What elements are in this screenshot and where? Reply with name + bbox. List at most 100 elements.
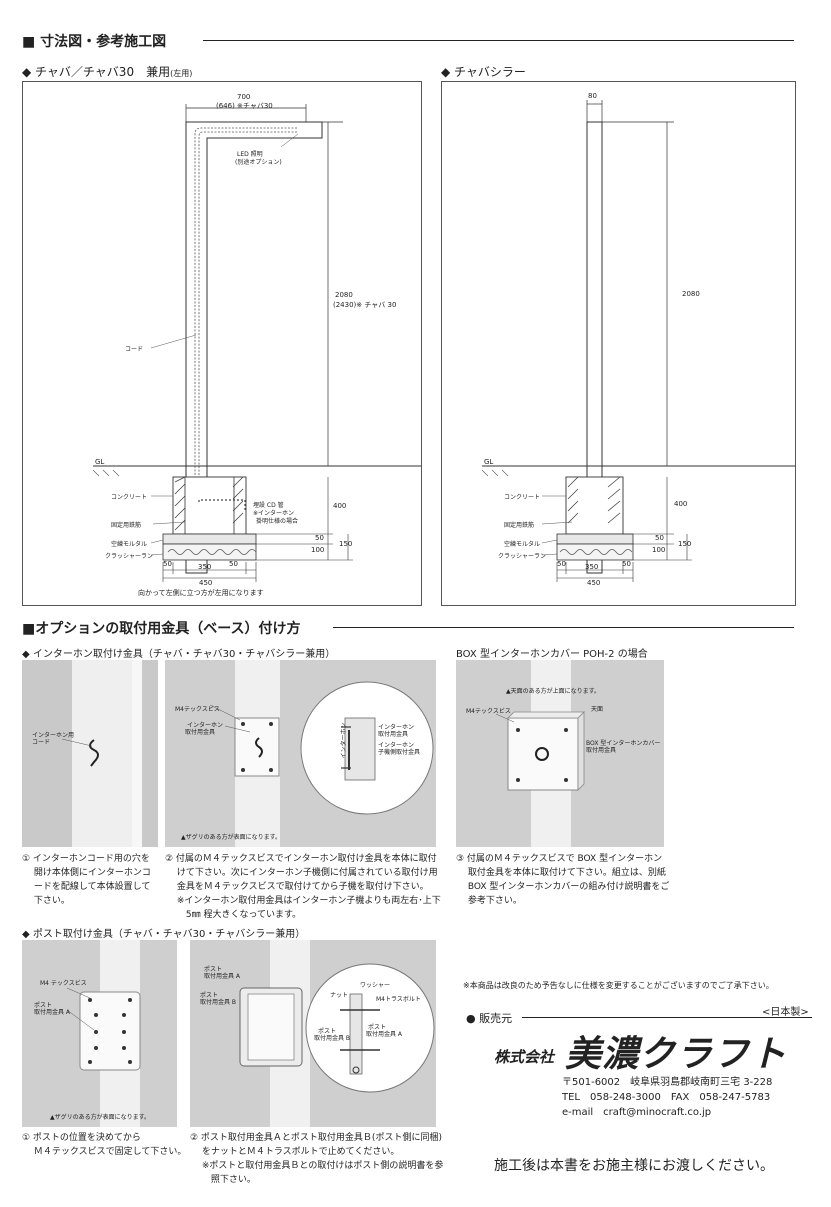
right-mortar-label: 空練モルタル xyxy=(504,541,541,548)
right-dim-150: 150 xyxy=(678,540,692,548)
post-photo2-label-b1: ポスト xyxy=(200,992,219,999)
box-caption-line: 参考下さい。 xyxy=(456,896,522,906)
post-caption2-line: ※ポストと取付用金具Ｂとの取付けはポスト側の説明書を参 xyxy=(190,1161,444,1171)
zoom-nut-label: ナット xyxy=(330,992,349,999)
post-photo1-note: ▲ザグリのある方が表面になります。 xyxy=(50,1114,151,1121)
caption2-line: けて下さい。次にインターホン子機側に付属されている取付け用 xyxy=(165,868,438,878)
zoom-label-4: 子機側取付金具 xyxy=(378,749,421,756)
intercom-caption-1: ① インターホンコード用の穴を 開け本体側にインターホンコ ードを配線して本体設… xyxy=(22,852,162,908)
post-caption2-line: ② ポスト取付用金具Ａとポスト取付用金具Ｂ(ポスト側に同梱) xyxy=(190,1133,442,1143)
post-photo2-label-a2: 取付用金具 A xyxy=(204,973,241,980)
company-address: 〒501-6002 岐阜県羽島郡岐南町三宅 3-228 xyxy=(562,1077,773,1088)
right-dim-top-80: 80 xyxy=(588,92,597,100)
box-screw-label: M4テックスビス xyxy=(466,708,511,715)
zoom-posta-label-2: 取付用金具 A xyxy=(366,1031,403,1038)
post-caption-2: ② ポスト取付用金具Ａとポスト取付用金具Ｂ(ポスト側に同梱) をナットとＭ４トラ… xyxy=(190,1131,450,1187)
box-caption-line: 取付金具を本体に取付けて下さい。組立は、別紙 xyxy=(456,868,666,878)
photo2-note-text: ザグリのある方が表面になります。 xyxy=(185,834,282,841)
right-dim-bottom-50a: 50 xyxy=(557,560,566,568)
right-dimension-panel: 80 2080 GL コンクリート 400 固定用鉄筋 空練モルタル クラッシャ… xyxy=(441,81,796,606)
caption1-line: 下さい。 xyxy=(22,896,70,906)
seller-rule xyxy=(522,1017,812,1018)
dim-bottom-350: 350 xyxy=(198,563,212,571)
company-prefix: 株式会社 xyxy=(494,1048,555,1066)
right-dim-50: 50 xyxy=(655,534,664,542)
post-photo1-label-1: ポスト xyxy=(34,1002,53,1009)
intercom-caption-2: ② 付属のＭ４テックスビスでインターホン取付け金具を本体に取付 けて下さい。次に… xyxy=(165,852,445,922)
right-rebar-label: 固定用鉄筋 xyxy=(504,522,535,529)
crusher-label: クラッシャーラン xyxy=(105,553,154,560)
caption2-line: ② 付属のＭ４テックスビスでインターホン取付け金具を本体に取付 xyxy=(165,854,437,864)
caption1-line: 開け本体側にインターホンコ xyxy=(22,868,151,878)
left-dimension-panel: 700 (646) ※チャバ30 LED 照明 (別途オプション) 2080 (… xyxy=(22,81,422,606)
box-top-note-text: 天面のある方が上面になります。 xyxy=(510,688,601,695)
cd-note-2: 掛明仕様の場合 xyxy=(256,518,299,525)
height-2080: 2080 xyxy=(335,291,353,299)
post-caption-1: ① ポストの位置を決めてから Ｍ４テックスビスで固定して下さい。 xyxy=(22,1131,187,1159)
post-caption2-line: 照下さい。 xyxy=(190,1175,256,1185)
section-title-dimensions: ■ 寸法図・参考施工図 xyxy=(22,34,167,50)
post-caption2-line: をナットとＭ４トラスボルトで止めてください。 xyxy=(190,1147,400,1157)
post-heading: ◆ ポスト取付け金具（チャバ・チャバ30・チャバシラー兼用） xyxy=(22,929,306,940)
cd-note-1: ※インターホン xyxy=(253,510,295,517)
post-caption1-line: Ｍ４テックスビスで固定して下さい。 xyxy=(22,1147,187,1157)
left-dimension-drawing xyxy=(92,104,421,582)
caption2-line: ※インターホン取付用金具はインターホン子機よりも両左右･上下 xyxy=(165,896,441,906)
photo2-bracket-label-2: 取付用金具 xyxy=(185,729,216,736)
right-concrete-label: コンクリート xyxy=(504,494,541,501)
dim-100: 100 xyxy=(311,546,325,554)
company-tel-fax: TEL 058-248-3000 FAX 058-247-5783 xyxy=(562,1092,771,1103)
led-note: (別途オプション) xyxy=(235,159,282,166)
right-dimension-drawing xyxy=(481,100,795,582)
photo2-note: ▲ザグリのある方が表面になります。 xyxy=(181,834,282,841)
height-note: (2430)※ チャバ 30 xyxy=(333,301,397,309)
made-in-japan: <日本製> xyxy=(762,1007,809,1018)
right-crusher-label: クラッシャーラン xyxy=(498,553,547,560)
zoom-posta-label-1: ポスト xyxy=(368,1024,387,1031)
dim-50: 50 xyxy=(315,534,324,542)
post-photo2-label-a1: ポスト xyxy=(204,966,223,973)
photo2-bracket-label-1: インターホン xyxy=(187,722,224,729)
left-hand-note: 向かって左側に立つ方が左用になります xyxy=(138,589,264,597)
dim-400: 400 xyxy=(333,502,347,510)
zoom-label-1: インターホン xyxy=(378,724,415,731)
zoom-side-label: インターホン xyxy=(340,722,348,759)
right-height-2080: 2080 xyxy=(682,290,700,298)
dim-top-700: 700 xyxy=(237,93,251,101)
right-dim-400: 400 xyxy=(674,500,688,508)
spec-note: ※本商品は改良のため予告なしに仕様を変更することがございますのでご了承下さい。 xyxy=(463,981,774,990)
caption2-line: 金具をＭ４テックスビスで取付けてから子機を取付け下さい。 xyxy=(165,882,429,892)
photo-box-cover: ▲天面のある方が上面になります。 M4テックスビス 天面 BOX 型インターホン… xyxy=(456,660,664,847)
zoom-bolt-label: M4トラスボルト xyxy=(376,996,421,1003)
left-heading-note: (左用) xyxy=(170,69,193,78)
box-top-note: ▲天面のある方が上面になります。 xyxy=(506,688,601,695)
zoom-label-3: インターホン xyxy=(378,742,415,749)
left-heading-text: ◆ チャバ／チャバ30 兼用 xyxy=(22,65,171,79)
cd-label: 埋設 CD 管 xyxy=(253,502,284,509)
right-gl-label: GL xyxy=(484,458,494,466)
company-logo: 美濃クラフト xyxy=(565,1033,788,1075)
right-dim-100: 100 xyxy=(652,546,666,554)
mortar-label: 空練モルタル xyxy=(111,541,148,548)
photo-intercom-cord: インターホン用 コード xyxy=(22,660,158,847)
box-cover-label-1: BOX 型インターホンカバー xyxy=(586,740,661,747)
box-caption-line: BOX 型インターホンカバーの組み付け説明書をご xyxy=(456,882,670,892)
caption1-line: ードを配線して本体設置して xyxy=(22,882,151,892)
photo1-label-2: コード xyxy=(32,739,51,746)
rebar-label: 固定用鉄筋 xyxy=(111,522,142,529)
caption1-line: ① インターホンコード用の穴を xyxy=(22,854,150,864)
right-dim-bottom-350: 350 xyxy=(585,563,599,571)
zoom-postb-label-1: ポスト xyxy=(318,1028,337,1035)
post-photo1-note-text: ザグリのある方が表面になります。 xyxy=(54,1114,151,1121)
cord-label: コード xyxy=(125,346,144,353)
intercom-heading: ◆ インターホン取付け金具（チャバ・チャバ30・チャバシラー兼用） xyxy=(22,649,336,660)
box-caption: ③ 付属のＭ４テックスビスで BOX 型インターホン 取付金具を本体に取付けて下… xyxy=(456,852,696,908)
left-panel-heading: ◆ チャバ／チャバ30 兼用(左用) xyxy=(22,63,192,80)
right-dim-bottom-450: 450 xyxy=(587,579,601,587)
photo2-screw-label: M4テックスビス xyxy=(175,706,220,713)
company-email: e-mail craft@minocraft.co.jp xyxy=(562,1107,712,1118)
dim-top-note: (646) ※チャバ30 xyxy=(216,102,273,110)
post-photo2-label-b2: 取付用金具 B xyxy=(200,999,237,1006)
photo1-label-1: インターホン用 xyxy=(32,732,75,739)
zoom-postb-label-2: 取付用金具 B xyxy=(314,1035,351,1042)
